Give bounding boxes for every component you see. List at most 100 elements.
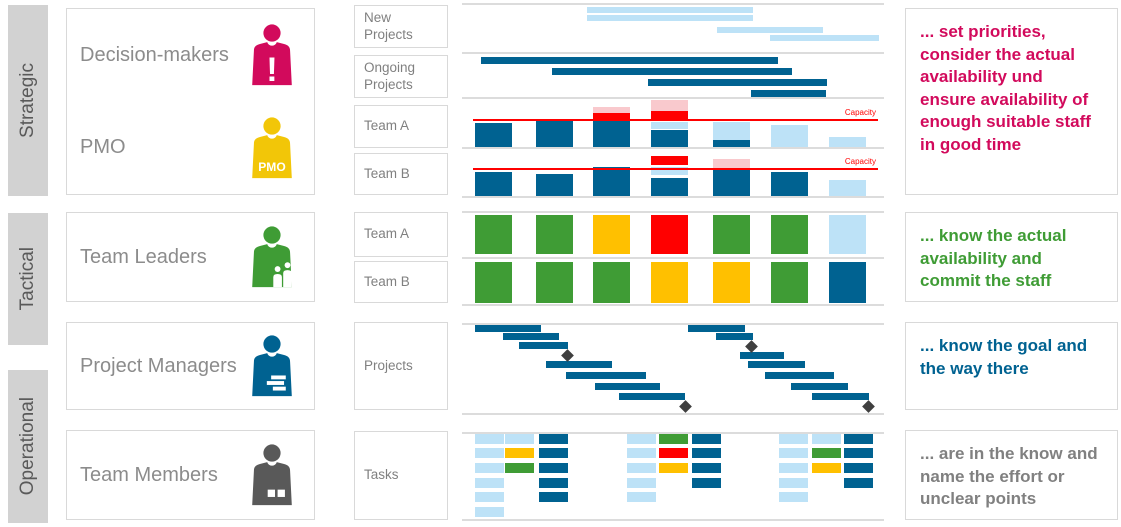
ongoing-projects-gantt-bar (648, 79, 827, 86)
milestone-icon (561, 349, 574, 362)
role-box-team-members: Team Members (66, 430, 315, 520)
team-a-status-bar (713, 215, 750, 254)
team-a-capacity-bar (593, 107, 630, 113)
projects-gantt-bar (619, 393, 685, 400)
team-b-capacity-bar (713, 159, 750, 169)
team-b-capacity-bar (475, 172, 512, 196)
section-divider-line (462, 257, 884, 259)
note-tactical-text: ... know the actual availability and com… (920, 226, 1067, 291)
tasks-grid-bar (475, 448, 504, 458)
projects-gantt-bar (748, 361, 805, 368)
tasks-grid-bar (627, 492, 656, 502)
row-label-text: Team B (364, 165, 410, 181)
team-b-capacity-bar (651, 167, 688, 175)
team-a-capacity-bar (593, 120, 630, 147)
section-divider-line (462, 3, 884, 5)
tasks-grid-bar (659, 448, 688, 458)
team-a-status-bar (475, 215, 512, 254)
tasks-grid-bar (505, 448, 534, 458)
tasks-grid-bar (779, 478, 808, 488)
team-b-status-bar (475, 262, 512, 303)
tasks-grid-bar (627, 478, 656, 488)
decision-makers-person-icon: ! (246, 24, 298, 89)
pmo-badge: PMO (258, 160, 285, 174)
tasks-grid-bar (812, 434, 841, 444)
tasks-grid-bar (505, 434, 534, 444)
tasks-grid-bar (475, 434, 504, 444)
tasks-grid-bar (627, 448, 656, 458)
section-divider-line (462, 304, 884, 306)
note-strategic-text: ... set priorities, consider the actual … (920, 22, 1091, 155)
band-tactical-label: Tactical (17, 247, 38, 311)
band-tactical: Tactical (8, 213, 48, 345)
section-divider-line (462, 211, 884, 213)
capacity-line (473, 119, 878, 121)
tasks-grid-bar (539, 492, 568, 502)
team-b-status-bar (829, 262, 866, 303)
section-divider-line (462, 147, 884, 149)
tasks-grid-bar (779, 434, 808, 444)
row-label-new-projects: New Projects (354, 5, 448, 48)
team-a-status-bar (771, 215, 808, 254)
projects-gantt-bar (688, 325, 745, 332)
note-project-managers-text: ... know the goal and the way there (920, 336, 1088, 378)
note-project-managers: ... know the goal and the way there (905, 322, 1118, 410)
section-divider-line (462, 519, 884, 521)
tasks-grid-bar (659, 463, 688, 473)
row-label-text: Team B (364, 273, 410, 289)
tasks-grid-bar (627, 434, 656, 444)
mini-gantt-icon (266, 375, 286, 391)
role-team-members: Team Members (67, 431, 314, 519)
exclamation-badge: ! (266, 51, 277, 86)
projects-gantt-bar (740, 352, 784, 359)
tasks-grid-bar (539, 463, 568, 473)
tasks-grid-bar (844, 463, 873, 473)
tasks-grid-bar (779, 448, 808, 458)
section-divider-line (462, 97, 884, 99)
tasks-grid-bar (844, 478, 873, 488)
mini-people-icon (273, 262, 292, 288)
tasks-grid-bar (475, 507, 504, 517)
projects-gantt-bar (519, 342, 568, 349)
role-project-managers: Project Managers (67, 323, 314, 409)
band-strategic: Strategic (8, 5, 48, 196)
new-projects-gantt-bar (717, 27, 823, 33)
capacity-line (473, 168, 878, 170)
team-b-status-bar (771, 262, 808, 303)
role-box-strategic: Decision-makers ! PMO PMO (66, 8, 315, 195)
team-a-capacity-bar (651, 122, 688, 129)
tasks-grid-bar (692, 434, 721, 444)
team-b-status-bar (593, 262, 630, 303)
team-a-capacity-bar (651, 100, 688, 111)
role-decision-makers-label: Decision-makers (80, 43, 229, 66)
row-label-team-a-capacity: Team A (354, 105, 448, 148)
team-a-capacity-bar (475, 123, 512, 147)
tasks-grid-bar (659, 434, 688, 444)
new-projects-gantt-bar (587, 7, 753, 13)
role-pmo: PMO PMO (67, 102, 314, 195)
section-divider-line (462, 196, 884, 198)
team-a-capacity-bar (771, 125, 808, 147)
note-team-members-text: ... are in the know and name the effort … (920, 444, 1098, 509)
row-label-ongoing-projects: Ongoing Projects (354, 55, 448, 98)
milestone-icon (679, 400, 692, 413)
team-leaders-person-icon (246, 226, 298, 288)
team-b-capacity-bar (651, 178, 688, 196)
team-a-capacity-bar (651, 130, 688, 147)
tasks-grid-bar (475, 463, 504, 473)
projects-gantt-bar (791, 383, 848, 390)
row-label-text: New Projects (364, 9, 413, 42)
tasks-grid-bar (812, 448, 841, 458)
row-label-text: Projects (364, 357, 413, 373)
section-divider-line (462, 413, 884, 415)
tasks-grid-bar (779, 492, 808, 502)
team-b-status-bar (651, 262, 688, 303)
capacity-label: Capacity (844, 157, 876, 166)
row-label-team-a-status: Team A (354, 212, 448, 257)
role-team-leaders: Team Leaders (67, 213, 314, 301)
milestone-icon (745, 340, 758, 353)
row-label-text: Team A (364, 226, 410, 242)
row-label-text: Team A (364, 118, 410, 134)
ongoing-projects-gantt-bar (481, 57, 778, 64)
team-a-status-bar (829, 215, 866, 254)
